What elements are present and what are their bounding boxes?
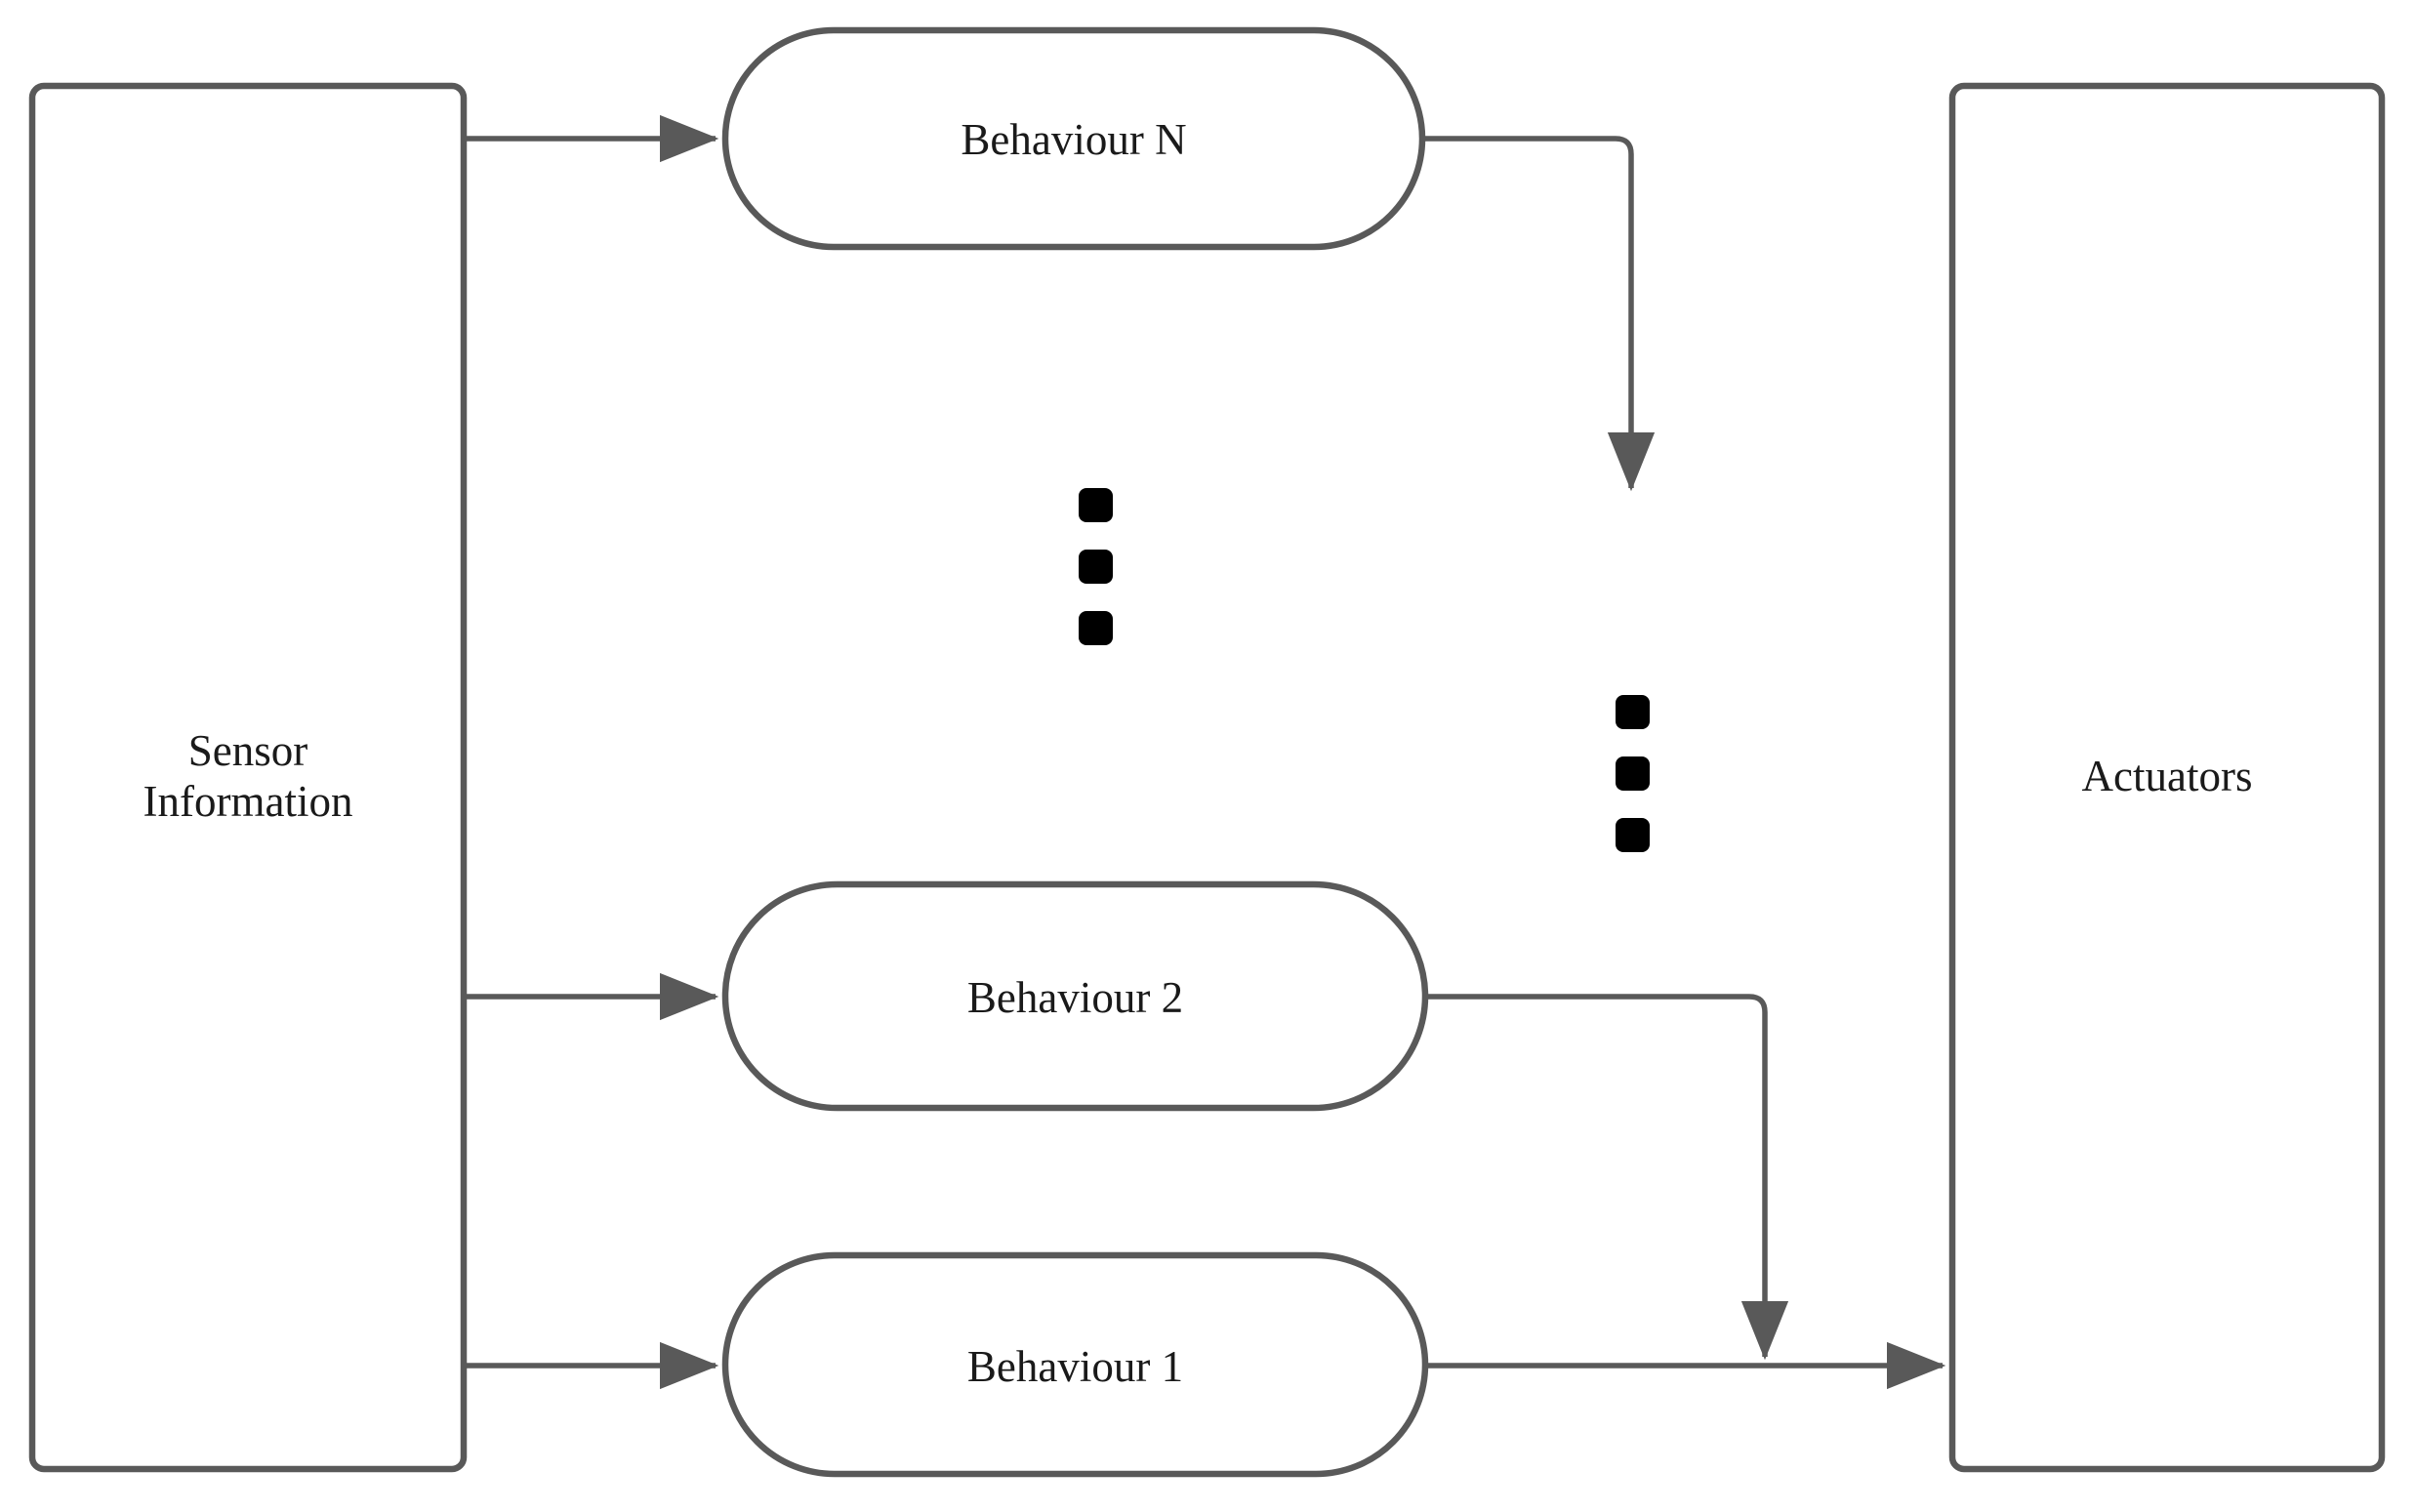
- output-ellipsis-icon: [1616, 695, 1650, 852]
- edge-behaviour-2-output: [1427, 994, 1789, 1361]
- edge-behaviour-n-output: [1424, 136, 1656, 492]
- actuators-box[interactable]: [1948, 82, 2386, 1473]
- behaviour-2-box[interactable]: [721, 880, 1429, 1112]
- behaviour-ellipsis-icon: [1079, 488, 1113, 645]
- behaviour-1-box[interactable]: [721, 1251, 1429, 1478]
- behaviour-n-box[interactable]: [721, 26, 1426, 251]
- sensor-information-box[interactable]: [28, 82, 468, 1473]
